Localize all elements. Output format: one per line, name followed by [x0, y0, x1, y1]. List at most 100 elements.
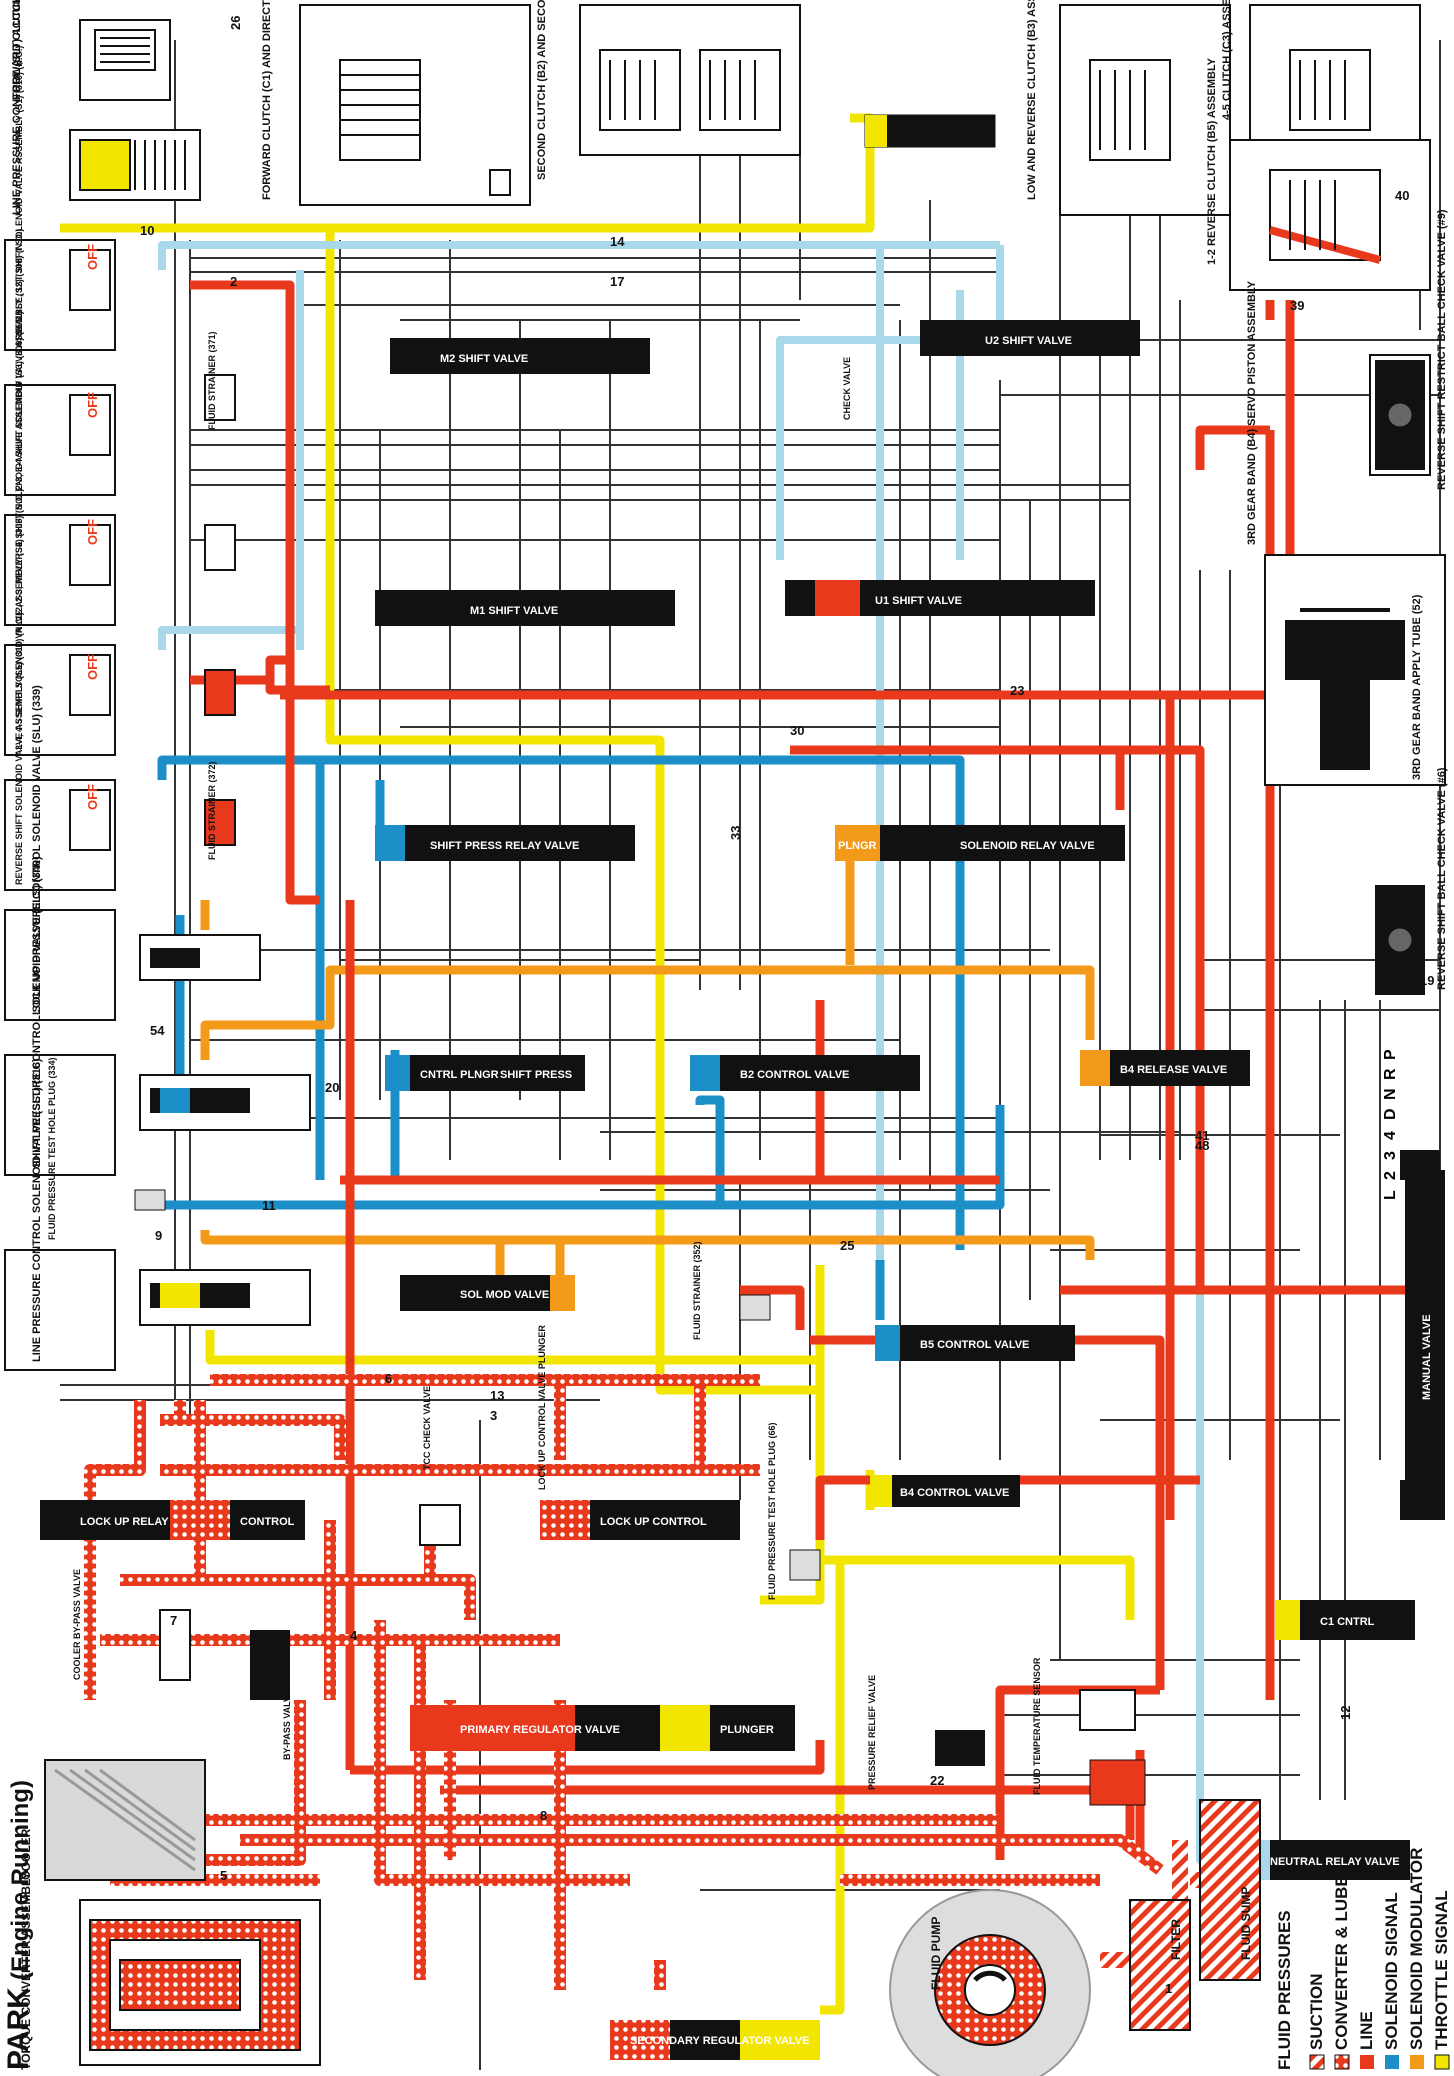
lockup-plunger-label: LOCK UP CONTROL VALVE PLUNGER [537, 1325, 547, 1490]
fluid-strainers [204, 374, 236, 846]
manual-valve-label: MANUAL VALVE [1421, 1314, 1433, 1400]
num-14: 14 [610, 234, 625, 249]
b4-tube-label: 3RD GEAR BAND APPLY TUBE (52) [1411, 594, 1423, 780]
spool-valves: M2 SHIFT VALVE U2 SHIFT VALVE M1 SHIFT V… [40, 320, 1445, 2060]
passage-numbers: 26 10 14 17 2 39 40 9 11 54 5 7 8 3 4 6 … [140, 16, 1434, 1996]
b4-release-label: B4 RELEASE VALVE [1120, 1064, 1227, 1076]
b4-servo [1264, 554, 1446, 786]
num-22: 22 [930, 1773, 944, 1788]
legend-swatch-solenoid-signal [1385, 2055, 1399, 2069]
c1-cntrl-label: C1 CNTRL [1320, 1616, 1375, 1628]
legend-swatch-throttle [1434, 2054, 1450, 2070]
s4-state: OFF [85, 654, 100, 680]
slt-accumulator-label: LINE PRESSURE CONTROL (SLT) ACCUMULATOR [11, 0, 23, 215]
legend-line: LINE [1357, 2011, 1376, 2050]
cooler-bypass-label: COOLER BY-PASS VALVE [72, 1569, 82, 1680]
neutral-relay-label: NEUTRAL RELAY VALVE [1270, 1856, 1400, 1868]
gear-p: P [1382, 1049, 1399, 1060]
tcc-check-label: TCC CHECK VALVE [422, 1386, 432, 1470]
s5-state: OFF [85, 784, 100, 810]
test-hole-334-label: FLUID PRESSURE TEST HOLE PLUG (334) [47, 1057, 57, 1240]
fluid-pump [889, 1889, 1091, 2076]
title-park: PARK [2, 1987, 35, 2070]
pressure-control-solenoids [4, 909, 311, 1371]
cntrl-plngr-label: CNTRL PLNGR [420, 1069, 499, 1081]
num-8: 8 [540, 1808, 547, 1823]
assembly-labels: FORWARD CLUTCH (C1) ACCUMULATOR LINE PRE… [11, 0, 1448, 2070]
num-33: 33 [728, 826, 743, 840]
shift-relay-label: SHIFT PRESS RELAY VALVE [430, 840, 579, 852]
gear-3: 3 [1382, 1151, 1399, 1160]
b4-control-label: B4 CONTROL VALVE [900, 1487, 1009, 1499]
num-2: 2 [230, 274, 237, 289]
strainer-352-label: FLUID STRAINER (352) [692, 1241, 702, 1340]
b5-label: 1-2 REVERSE CLUTCH (B5) ASSEMBLY [1206, 57, 1218, 265]
num-25: 25 [840, 1238, 854, 1253]
s3-label: 1-2, 2-3, REVERSE SHIFT SOLENOID VALVE A… [14, 311, 24, 620]
converter-lube-lines [84, 1374, 1164, 1990]
control-label: CONTROL [240, 1516, 295, 1528]
b1-control-valve [864, 114, 996, 148]
shift-press-label: SHIFT PRESS [500, 1069, 572, 1081]
num-26: 26 [228, 16, 243, 30]
sump-label: FLUID SUMP [1239, 1887, 1253, 1960]
num-20: 20 [325, 1080, 339, 1095]
legend-solenoid-signal: SOLENOID SIGNAL [1382, 1892, 1401, 2050]
s3-state: OFF [85, 519, 100, 545]
solenoid-modulator-lines [200, 830, 1095, 1300]
m1-valve-label: M1 SHIFT VALVE [470, 605, 558, 617]
plngr-label: PLNGR [838, 840, 877, 852]
legend-suction: SUCTION [1307, 1974, 1326, 2051]
num-11: 11 [262, 1198, 276, 1213]
legend-swatch-line [1360, 2055, 1374, 2069]
ball-check-valves [1230, 354, 1431, 1860]
gear-r: R [1382, 1068, 1399, 1080]
b2-b1-label: SECOND CLUTCH (B2) AND SECOND COAST CLUT… [536, 0, 548, 180]
temp-sensor-label: FLUID TEMPERATURE SENSOR [1032, 1657, 1042, 1795]
filter-sump [1129, 1799, 1261, 2031]
m2-valve-label: M2 SHIFT VALVE [440, 353, 528, 365]
num-19: 19 [1420, 973, 1434, 988]
num-30: 30 [790, 723, 804, 738]
num-54: 54 [150, 1023, 165, 1038]
gear-positions: P R N D 4 3 2 L [1382, 1049, 1399, 1200]
s2-label: 2-3, 3-4 SHIFT SOLENOID VALVE ASSEMBLY (… [14, 229, 24, 490]
s2-state: OFF [85, 392, 100, 418]
legend-swatch-converter [1334, 2054, 1350, 2070]
pressure-relief-label: PRESSURE RELIEF VALVE [867, 1675, 877, 1790]
b2-control-label: B2 CONTROL VALVE [740, 1069, 849, 1081]
s1-label: REVERSE, 1ST SHIFT SOLENOID VALVE ASSEMB… [14, 46, 24, 340]
u1-valve-label: U1 SHIFT VALVE [875, 595, 962, 607]
legend: FLUID PRESSURES SUCTION CONVERTER & LUBE… [1275, 1848, 1451, 2070]
gear-4: 4 [1382, 1131, 1399, 1140]
c3-label: 4-5 CLUTCH (C3) ASSEMBLY [1221, 0, 1233, 120]
slu-label: LOCK UP PRESSURE CONTROL SOLENOID VALVE … [31, 685, 43, 1015]
u2-valve-label: U2 SHIFT VALVE [985, 335, 1072, 347]
check-valve-label: CHECK VALVE [842, 357, 852, 420]
b4-servo-label: 3RD GEAR BAND (B4) SERVO PISTON ASSEMBLY [1246, 280, 1258, 545]
cooler-label: COOLER [19, 1828, 33, 1880]
sls-label: SHIFT PRESSURE CONTROL SOLENOID VALVE (S… [31, 856, 43, 1168]
torque-converter-label: TORQUE CONVERTER ASSEMBLY [19, 1872, 33, 2070]
legend-solenoid-modulator: SOLENOID MODULATOR [1407, 1848, 1426, 2050]
strainer-372-label: FLUID STRAINER (372) [207, 761, 217, 860]
torque-converter [79, 1899, 321, 2066]
slt-label: LINE PRESSURE CONTROL SOLENOID VALVE (SL… [31, 1058, 43, 1362]
legend-swatch-solenoid-modulator [1410, 2055, 1424, 2069]
num-12: 12 [1338, 1706, 1353, 1720]
solenoid-relay-label: SOLENOID RELAY VALVE [960, 840, 1095, 852]
filter-label: FILTER [1169, 1919, 1183, 1960]
primary-reg-label: PRIMARY REGULATOR VALVE [460, 1724, 620, 1736]
solenoid-names: REVERSE, 1ST SHIFT SOLENOID VALVE ASSEMB… [14, 46, 24, 885]
num-13: 13 [490, 1388, 504, 1403]
gear-n: N [1382, 1088, 1399, 1100]
num-17: 17 [610, 274, 624, 289]
strainer-371-label: FLUID STRAINER (371) [207, 331, 217, 430]
c1-accumulator-label: FORWARD CLUTCH (C1) ACCUMULATOR [11, 0, 23, 100]
s4-label: 3-4, 4-5 SHIFT SOLENOID VALVE ASSEMBLY (… [14, 489, 24, 750]
pump-label: FLUID PUMP [929, 1917, 943, 1990]
num-40: 40 [1395, 188, 1409, 203]
legend-swatch-suction [1309, 2054, 1325, 2070]
b5-control-label: B5 CONTROL VALVE [920, 1339, 1029, 1351]
lockup-relay-label: LOCK UP RELAY [80, 1516, 169, 1528]
